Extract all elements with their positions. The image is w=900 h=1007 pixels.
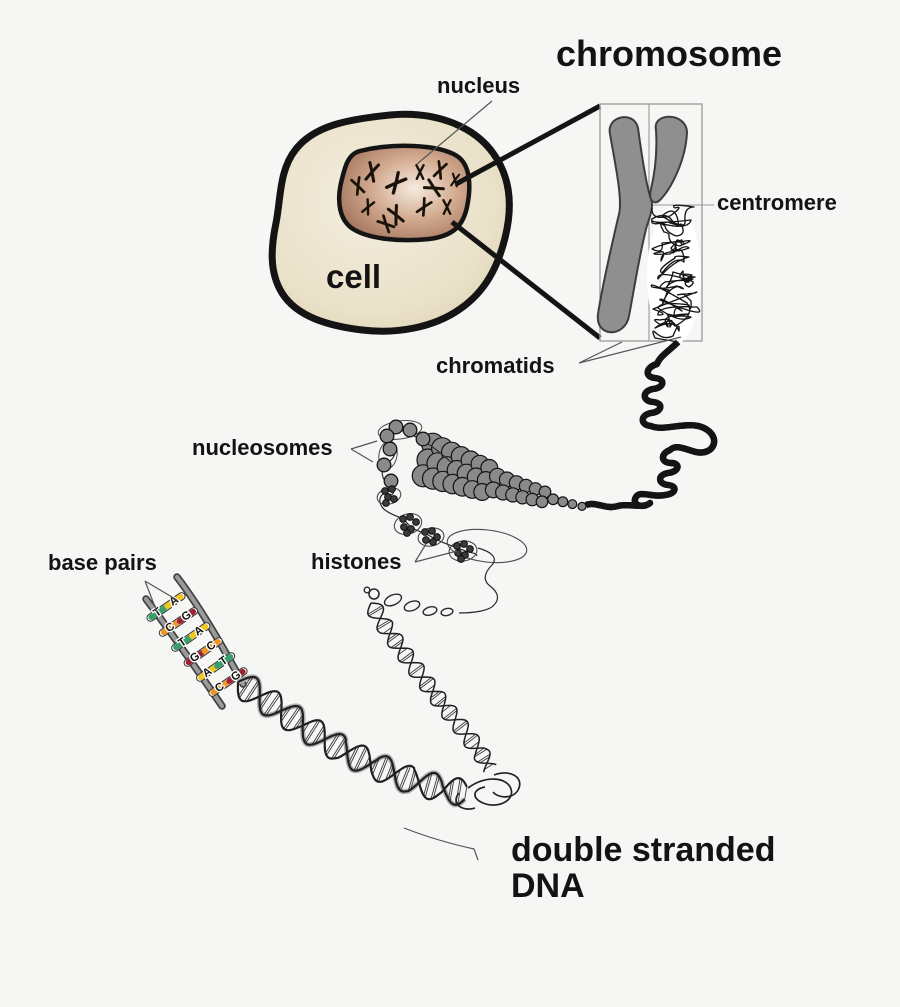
nucleosomes-pointer <box>350 440 378 463</box>
pointer-lines <box>144 100 682 861</box>
nucleosomes-label: nucleosomes <box>192 435 333 460</box>
histones-label: histones <box>311 549 402 574</box>
left-chromatid <box>596 116 654 334</box>
nucleosome-beads <box>376 419 431 489</box>
small-dna-helix <box>367 602 497 773</box>
dna-label-line2: DNA <box>511 866 585 905</box>
nucleus-label: nucleus <box>437 73 521 98</box>
connector-strand <box>363 547 499 617</box>
zoom-lines <box>450 103 602 340</box>
nucleus-chromosomes <box>350 160 461 234</box>
cell-label: cell <box>326 258 382 295</box>
chromatin-scribble <box>650 204 701 343</box>
chromatids-pointer <box>578 336 682 364</box>
histones-pointer <box>414 543 458 563</box>
chromatids-label: chromatids <box>436 353 555 378</box>
centromere-label: centromere <box>717 190 837 215</box>
chromosome-title: chromosome <box>556 33 783 74</box>
double-stranded-dna-label: double stranded DNA <box>511 831 776 905</box>
right-chromatid-arm <box>649 115 689 204</box>
chromatin-coil <box>586 342 714 507</box>
double-helix <box>236 674 468 808</box>
cell-shape <box>268 110 513 335</box>
dna-ladder-rails <box>142 573 247 710</box>
nucleus-shape <box>336 143 472 243</box>
base-pairs-label: base pairs <box>48 550 157 575</box>
dna-label-line1: double stranded <box>511 831 776 869</box>
base-pairs-pointer <box>144 580 178 613</box>
histone-clusters <box>381 485 474 563</box>
nucleus-pointer <box>416 100 493 165</box>
histone-loops <box>376 487 528 564</box>
helix-end-curls <box>455 772 521 810</box>
chromosome-illustration <box>596 115 701 345</box>
dna-pointer <box>403 827 479 861</box>
solenoid-fiber <box>411 432 587 511</box>
